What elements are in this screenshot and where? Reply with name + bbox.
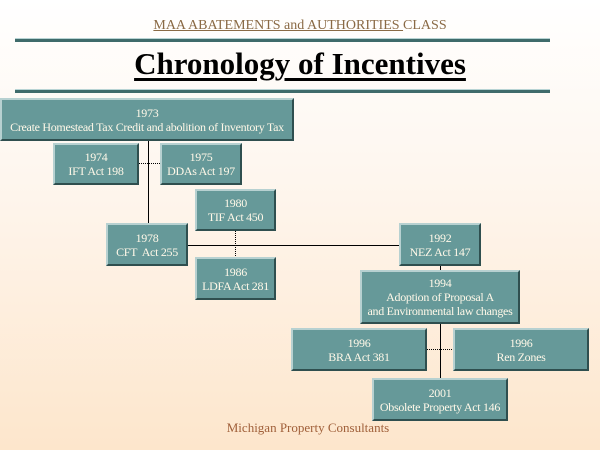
year: 2001 (428, 385, 452, 400)
year: 1992 (428, 230, 452, 245)
label: BRA Act 381 (328, 349, 390, 364)
year: 1986 (224, 264, 247, 279)
year: 1973 (135, 105, 159, 120)
label: Adoption of Proposal A (386, 290, 494, 304)
connector-1994-2001 (440, 323, 441, 378)
dotted-connector-1980-1986 (235, 231, 236, 258)
label: CFT Act 255 (116, 244, 178, 259)
connector-1973-1978 (148, 140, 149, 224)
label: TIF Act 450 (207, 210, 264, 224)
label: Obsolete Property Act 146 (379, 399, 501, 414)
label: Ren Zones (496, 349, 546, 364)
connector-1978-1992 (187, 245, 400, 246)
year: 1980 (224, 196, 247, 210)
page-title: Chronology of Incentives (134, 46, 466, 81)
year: 1978 (135, 230, 159, 245)
year: 1974 (84, 150, 108, 164)
label: DDAs Act 197 (167, 164, 235, 178)
subtitle-underlined: MAA ABATEMENTS and AUTHORITIES (153, 18, 404, 33)
label: LDFA Act 281 (202, 278, 269, 293)
dotted-connector-1996 (426, 349, 454, 350)
year: 1975 (189, 150, 213, 164)
year: 1994 (428, 276, 452, 290)
label: Create Homestead Tax Credit and abolitio… (10, 119, 284, 134)
label: IFT Act 198 (68, 164, 124, 178)
connector-1992-1994 (440, 265, 441, 270)
year: 1996 (347, 335, 371, 350)
subtitle-rest: CLASS (403, 18, 447, 33)
footer: Michigan Property Consultants (226, 420, 390, 435)
title-rule (15, 89, 550, 93)
class-subtitle: MAA ABATEMENTS and AUTHORITIES CLASS (0, 18, 600, 34)
label: NEZ Act 147 (409, 244, 471, 259)
year: 1996 (509, 335, 533, 350)
top-rule (15, 38, 550, 42)
dotted-connector-1974-1975 (139, 163, 160, 164)
label-line2: and Environmental law changes (367, 304, 513, 318)
